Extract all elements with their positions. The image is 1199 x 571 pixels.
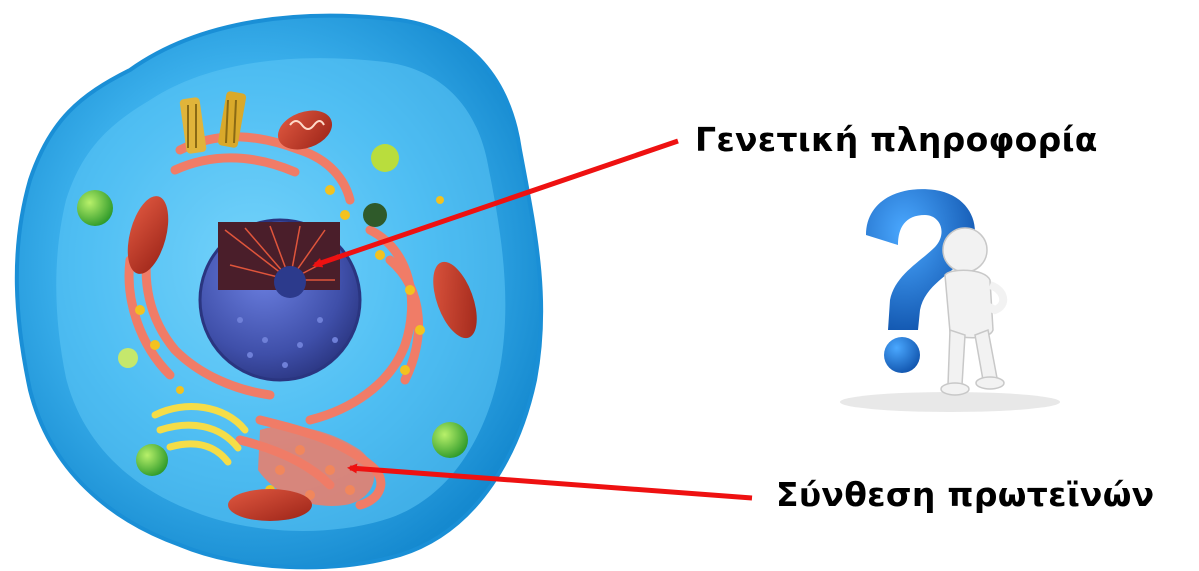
label-protein-synthesis: Σύνθεση πρωτεϊνών <box>776 475 1154 514</box>
animal-cell-icon <box>17 16 541 568</box>
nucleolus <box>274 266 306 298</box>
question-mark-thinker-icon <box>840 189 1060 412</box>
label-genetic-information: Γενετική πληροφορία <box>695 120 1098 159</box>
nucleus <box>200 220 360 380</box>
thinking-figure <box>941 228 1004 395</box>
